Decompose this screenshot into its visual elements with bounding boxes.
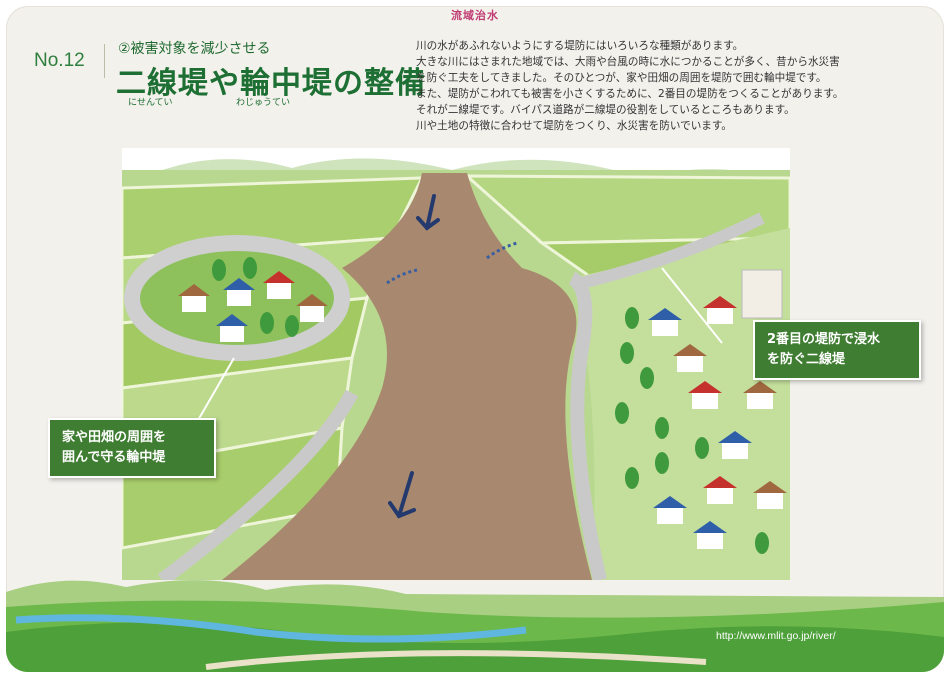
page-title: 二線堤や輪中堤の整備 xyxy=(116,66,426,101)
river-water xyxy=(222,173,592,580)
footer-landscape xyxy=(6,572,944,672)
callout-line: 家や田畑の周囲を xyxy=(62,430,167,445)
footer-url[interactable]: http://www.mlit.go.jp/river/ xyxy=(716,630,836,642)
left-levee xyxy=(157,389,359,580)
illustration-svg xyxy=(122,148,790,580)
town-houses xyxy=(648,269,787,549)
levee-illustration xyxy=(122,148,790,580)
description-line: 川や土地の特徴に合わせて堤防をつくり、水災害を防いでいます。 xyxy=(416,120,733,132)
subtitle: ②被害対象を減少させる xyxy=(118,41,271,57)
flow-arrows xyxy=(388,194,440,519)
overflow-arrows xyxy=(386,241,518,285)
description-line: また、堤防がこわれても被害を小さくするために、2番目の堤防をつくることがあります… xyxy=(416,88,844,100)
description-line: それが二線堤です。バイパス道路が二線堤の役割をしているところもあります。 xyxy=(416,104,795,116)
right-levee xyxy=(568,271,607,580)
ruby-wajuutei: わじゅうてい xyxy=(236,98,291,108)
description: 川の水があふれないようにする堤防にはいろいろな種類があります。 大きな川にはさま… xyxy=(416,38,936,134)
issue-number-text: No.12 xyxy=(34,50,85,71)
pointer-line-right xyxy=(661,267,723,344)
issue-number: No.12 xyxy=(24,44,105,78)
description-line: を防ぐ工夫をしてきました。そのひとつが、家や田畑の周囲を堤防で囲む輪中堤です。 xyxy=(416,72,827,84)
footer-svg xyxy=(6,580,944,672)
callout-line: 囲んで守る輪中堤 xyxy=(62,450,166,465)
description-line: 大きな川にはさまれた地域では、大雨や台風の時に水につかることが多く、昔から水災害 xyxy=(416,56,840,68)
callout-wajuutei: 家や田畑の周囲を 囲んで守る輪中堤 xyxy=(48,418,216,478)
description-line: 川の水があふれないようにする堤防にはいろいろな種類があります。 xyxy=(416,40,744,52)
town-trees xyxy=(615,307,769,554)
callout-nisentei: 2番目の堤防で浸水 を防ぐ二線堤 xyxy=(753,320,921,380)
ring-houses xyxy=(178,271,328,342)
ruby-nisentei: にせんてい xyxy=(128,98,173,108)
second-levee xyxy=(580,212,765,289)
callout-line: 2番目の堤防で浸水 xyxy=(767,332,881,347)
category-tag: 流域治水 xyxy=(451,9,499,22)
ring-trees xyxy=(212,257,299,337)
callout-line: を防ぐ二線堤 xyxy=(767,352,846,367)
